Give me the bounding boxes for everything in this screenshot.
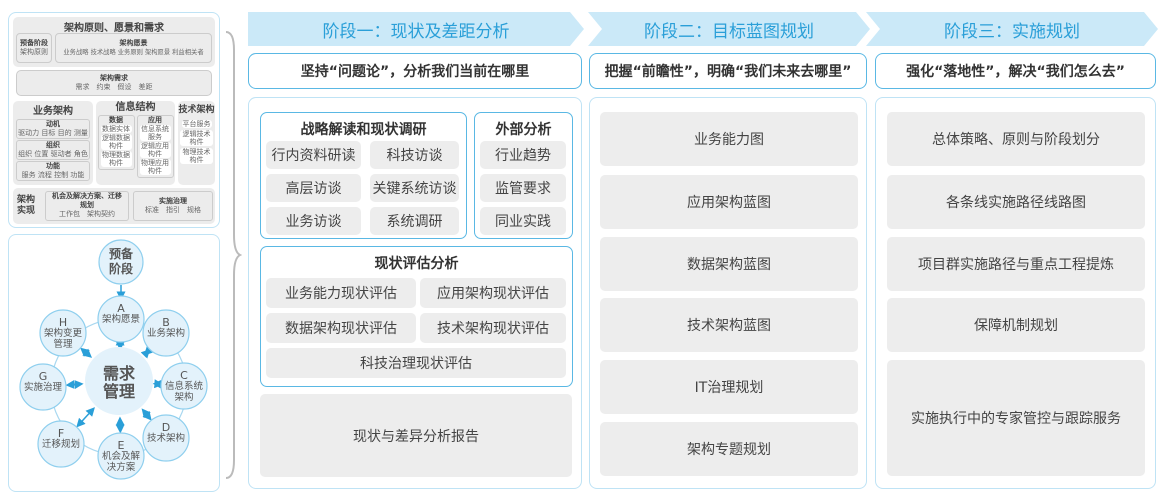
vision-box: 架构愿景 业务战略 技术战略 业务原则 架构愿景 利益相关者 xyxy=(55,33,212,63)
stage-3-header: 阶段三：实施规划 xyxy=(866,12,1158,46)
bidirectional-arrow xyxy=(141,408,152,421)
stage-3-subtitle: 强化“落地性”，解决“我们怎么去” xyxy=(875,53,1156,89)
governance-box: 实施治理标准 指引 规格 xyxy=(133,191,213,221)
business-arch-group: 业务架构 动机驱动力 目标 目的 测量 组织组织 位置 驱动者 角色 功能服务 … xyxy=(13,101,93,185)
external-item: 行业趋势 xyxy=(480,141,566,169)
prep-node-label: 预备阶段 xyxy=(108,247,133,276)
blueprint-item: IT治理规划 xyxy=(600,360,858,414)
impl-group: 架构实现 机会及解决方案、迁移规划工作包 架构契约 实施治理标准 指引 规格 xyxy=(13,188,215,224)
tech-title: 技术架构 xyxy=(178,105,215,115)
assessment-item: 业务能力现状评估 xyxy=(266,278,416,308)
external-item: 监管要求 xyxy=(480,174,566,202)
prep-title: 预备阶段 xyxy=(20,39,48,47)
vision-sub: 业务战略 技术战略 业务原则 架构愿景 利益相关者 xyxy=(63,49,204,56)
phase-node xyxy=(97,295,145,343)
strategy-item: 高层访谈 xyxy=(266,174,361,202)
principles-group: 架构原则、愿景和需求 xyxy=(13,17,215,67)
app-column: 应用信息系统服务逻辑应用构件物理应用构件 xyxy=(136,115,174,178)
center-label: 需求管理 xyxy=(102,364,135,401)
biz-title: 业务架构 xyxy=(33,106,73,117)
assessment-item: 应用架构现状评估 xyxy=(420,278,566,308)
prep-box: 预备阶段 架构原则 xyxy=(16,33,52,63)
prep-node xyxy=(98,239,144,285)
stage-2-subtitle: 把握“前瞻性”，明确“我们未来去哪里” xyxy=(589,53,867,89)
blueprint-item: 技术架构蓝图 xyxy=(600,298,858,352)
strategy-item: 业务访谈 xyxy=(266,207,361,235)
phase-node xyxy=(39,309,87,357)
implementation-item: 项目群实施路径与重点工程提炼 xyxy=(887,237,1145,291)
bidirectional-arrow xyxy=(65,380,84,390)
gap-analysis-report: 现状与差异分析报告 xyxy=(260,394,572,477)
info-arch-group: 信息结构 数据数据实体逻辑数据构件物理数据构件 应用信息系统服务逻辑应用构件物理… xyxy=(96,101,175,185)
strategy-item: 关键系统访谈 xyxy=(370,174,459,202)
req-title: 架构需求 xyxy=(100,74,128,82)
implementation-item: 各条线实施路径线路图 xyxy=(887,175,1145,229)
biz-motivation: 动机驱动力 目标 目的 测量 xyxy=(16,119,90,139)
impl-title: 架构实现 xyxy=(16,195,35,216)
strategy-item: 行内资料研读 xyxy=(266,141,361,169)
opportunities-box: 机会及解决方案、迁移规划工作包 架构契约 xyxy=(45,191,129,221)
assessment-item: 技术架构现状评估 xyxy=(420,313,566,343)
blueprint-item: 应用架构蓝图 xyxy=(600,175,858,229)
assessment-item: 数据架构现状评估 xyxy=(266,313,416,343)
blueprint-item: 架构专题规划 xyxy=(600,422,858,476)
blueprint-item: 业务能力图 xyxy=(600,112,858,166)
info-title: 信息结构 xyxy=(115,102,156,113)
bracket xyxy=(225,31,242,479)
strategy-item: 科技访谈 xyxy=(370,141,459,169)
phase-node xyxy=(37,420,85,468)
data-column: 数据数据实体逻辑数据构件物理数据构件 xyxy=(97,115,135,170)
adm-cycle-diagram xyxy=(19,239,208,480)
external-item: 同业实践 xyxy=(480,207,566,235)
assessment-title: 现状评估分析 xyxy=(374,256,459,272)
center-circle xyxy=(85,347,153,415)
phase-node xyxy=(142,414,190,462)
assessment-item: 科技治理现状评估 xyxy=(266,348,566,378)
phase-node xyxy=(19,363,67,411)
tech-arch-group: 技术架构 平台服务逻辑技术构件物理技术构件 xyxy=(178,101,215,185)
bidirectional-arrow xyxy=(76,407,95,428)
req-sub: 需求 约束 假设 差距 xyxy=(75,83,153,91)
biz-organization: 组织组织 位置 驱动者 角色 xyxy=(16,140,90,160)
stage-2-header: 阶段二：目标蓝图规划 xyxy=(588,12,870,46)
implementation-item: 实施执行中的专家管控与跟踪服务 xyxy=(887,360,1145,476)
strategy-item: 系统调研 xyxy=(370,207,459,235)
prep-sub: 架构原则 xyxy=(20,48,48,56)
assessment-box: 现状评估分析 xyxy=(260,246,573,387)
blueprint-item: 数据架构蓝图 xyxy=(600,237,858,291)
strategy-title: 战略解读和现状调研 xyxy=(300,122,427,138)
togaf-content-panel: 架构原则、愿景和需求 预备阶段 架构原则 架构愿景 业务战略 技术战略 业务原则… xyxy=(8,12,220,228)
phase-node xyxy=(160,362,208,410)
stage-1-subtitle: 坚持“问题论”，分析我们当前在哪里 xyxy=(248,53,582,89)
external-analysis-box: 外部分析 xyxy=(474,112,573,239)
implementation-item: 总体策略、原则与阶段划分 xyxy=(887,112,1145,166)
external-title: 外部分析 xyxy=(495,122,552,138)
principles-title: 架构原则、愿景和需求 xyxy=(64,23,164,34)
requirements-box: 架构需求 需求 约束 假设 差距 xyxy=(16,70,212,96)
phase-node xyxy=(97,432,145,480)
biz-function: 功能服务 流程 控制 功能 xyxy=(16,161,90,181)
phase-node xyxy=(142,309,190,357)
implementation-item: 保障机制规划 xyxy=(887,298,1145,352)
vision-title: 架构愿景 xyxy=(119,39,148,47)
stage-1-header: 阶段一：现状及差距分析 xyxy=(248,12,584,46)
strategy-research-box: 战略解读和现状调研 xyxy=(260,112,467,239)
bidirectional-arrow xyxy=(80,347,93,358)
